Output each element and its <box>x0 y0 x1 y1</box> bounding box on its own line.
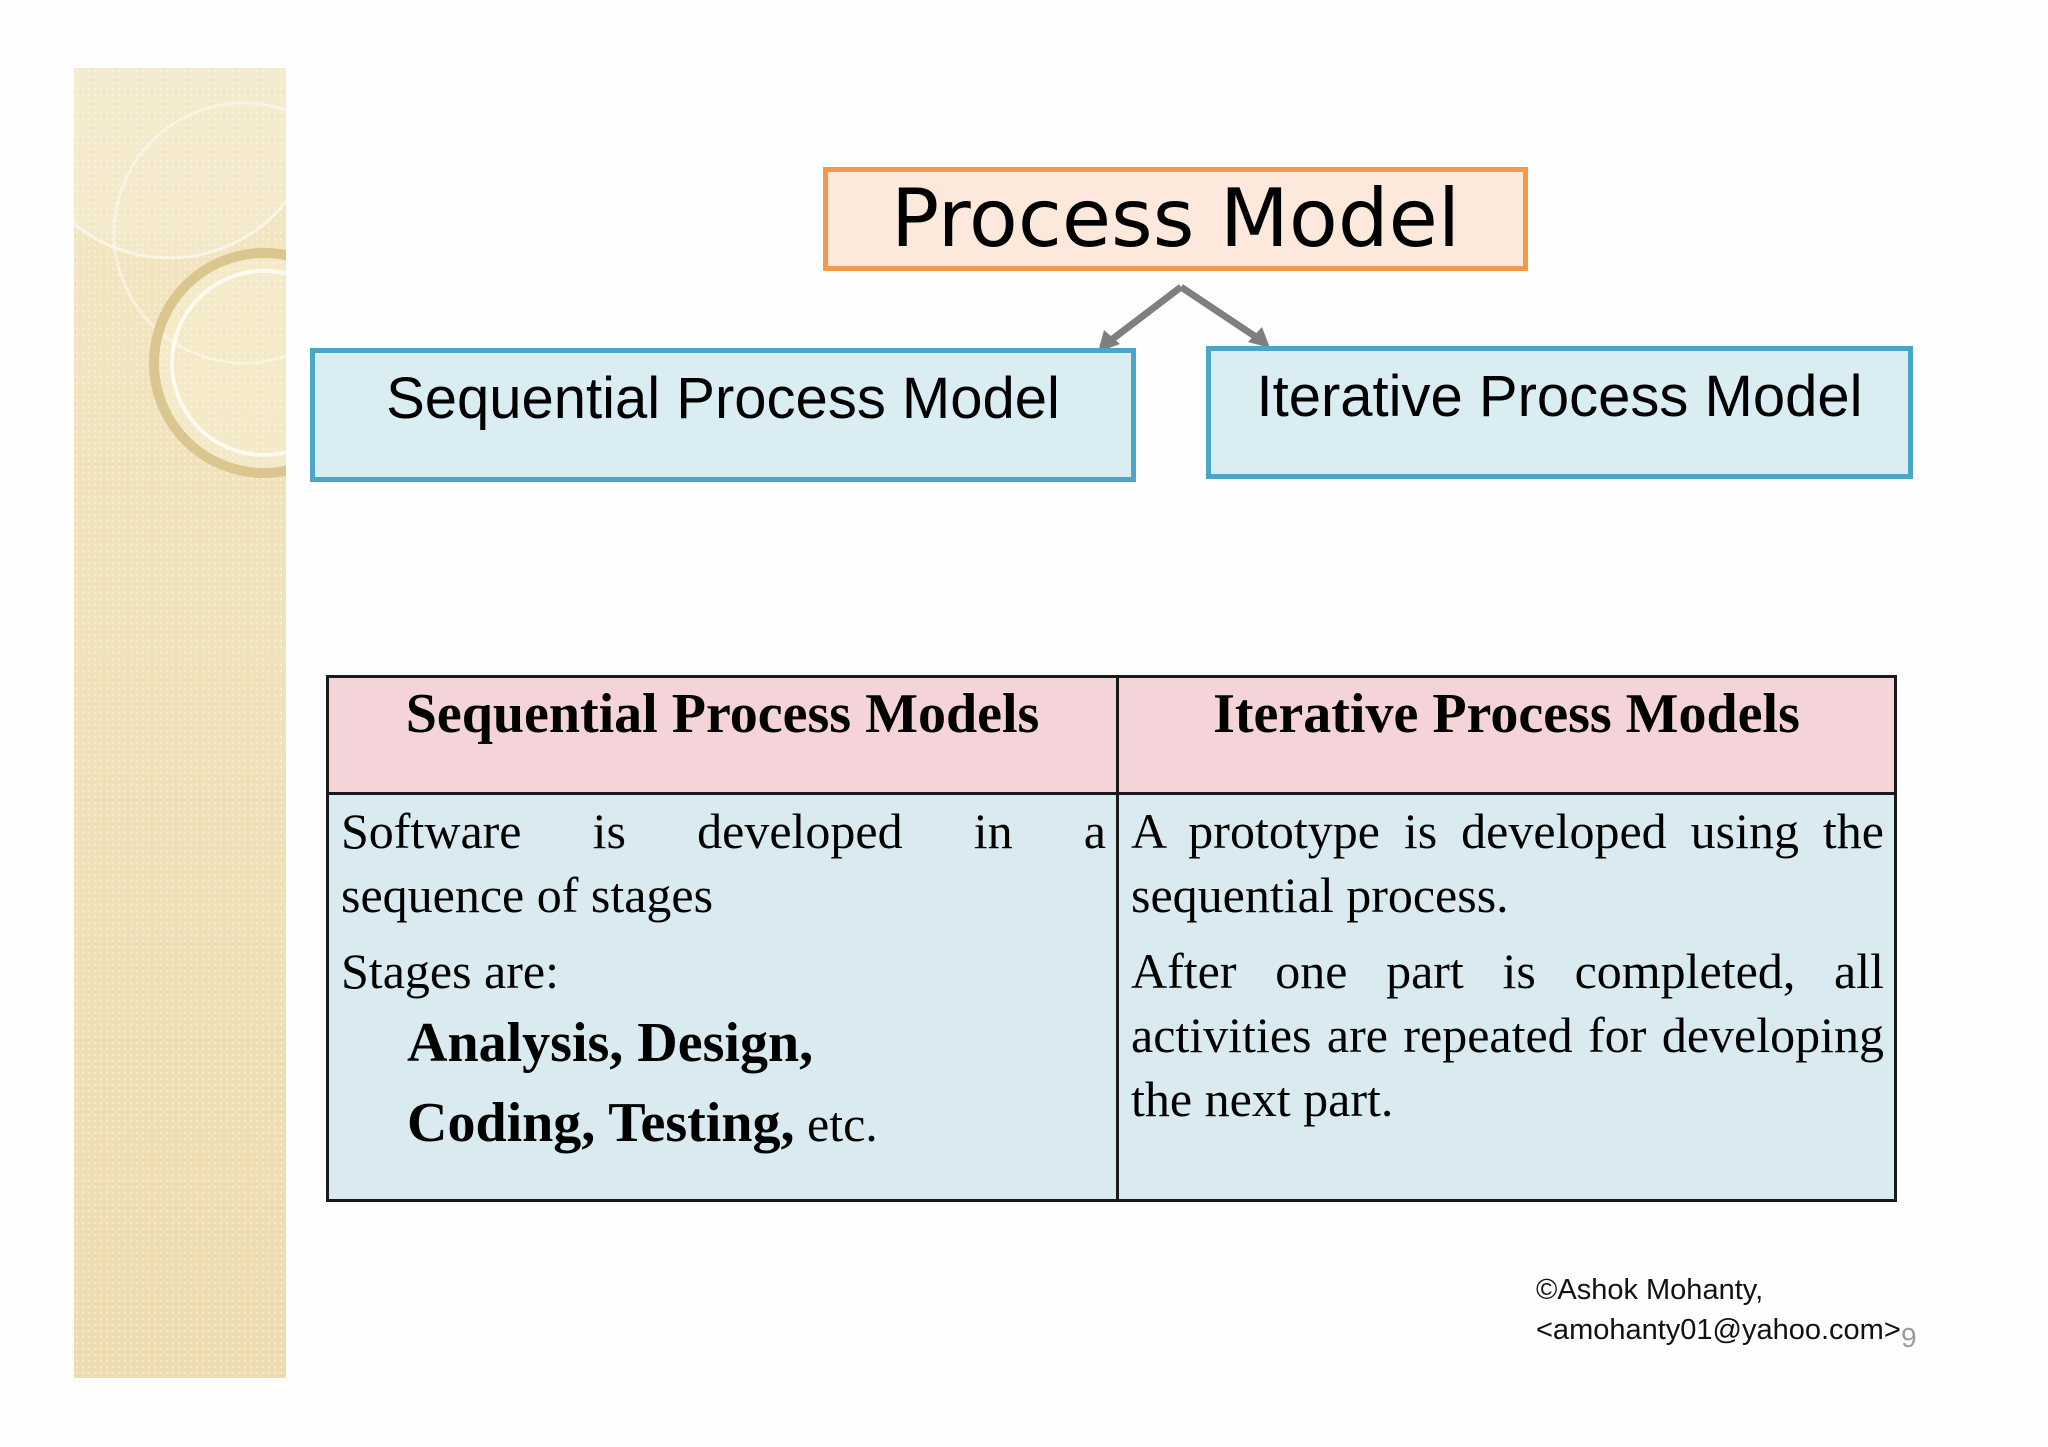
iterative-para-1: A prototype is developed using the seque… <box>1131 803 1884 923</box>
table-row: Software is developed in a sequence of s… <box>326 792 1897 1202</box>
process-model-title-box: Process Model <box>823 167 1528 271</box>
arrow-to-iterative <box>1179 284 1264 344</box>
stages-line-1: Analysis, Design, <box>407 1012 814 1074</box>
word: is <box>592 803 626 859</box>
word: in <box>973 803 1013 859</box>
stages-line-2-bold: Coding, Testing, <box>407 1092 795 1154</box>
arrowhead-sequential <box>1098 330 1120 352</box>
sequential-process-model-box: Sequential Process Model <box>310 348 1136 482</box>
decorative-side-strip <box>74 68 286 1378</box>
arrowhead-iterative <box>1248 327 1270 348</box>
page-number: 9 <box>1901 1322 1917 1353</box>
decorative-circles <box>74 68 286 478</box>
table-header-row: Sequential Process Models Iterative Proc… <box>326 675 1897 795</box>
arrow-to-sequential <box>1103 284 1184 347</box>
iterative-cell: A prototype is developed using the seque… <box>1116 792 1897 1202</box>
sequential-process-model-label: Sequential Process Model <box>386 366 1060 431</box>
word: developed <box>697 803 903 859</box>
header-iterative: Iterative Process Models <box>1116 675 1897 795</box>
credit-line-1: ©Ashok Mohanty, <box>1536 1274 1764 1306</box>
stages-line-2: Coding, Testing, etc. <box>341 1083 1106 1164</box>
header-sequential: Sequential Process Models <box>326 675 1119 795</box>
sequential-line-2: sequence of stages <box>341 867 714 923</box>
iterative-para-2: After one part is completed, all activit… <box>1131 943 1884 1127</box>
credit-line-2: <amohanty01@yahoo.com> <box>1536 1314 1901 1346</box>
iterative-process-model-box: Iterative Process Model <box>1206 346 1913 479</box>
author-credit: ©Ashok Mohanty, <amohanty01@yahoo.com> <box>1536 1270 1901 1350</box>
sequential-line-1: Software is developed in a <box>341 799 1106 863</box>
comparison-table: Sequential Process Models Iterative Proc… <box>326 675 1897 1202</box>
word: a <box>1083 803 1106 859</box>
sequential-cell: Software is developed in a sequence of s… <box>326 792 1119 1202</box>
stages-intro: Stages are: <box>341 943 559 999</box>
word: Software <box>341 803 522 859</box>
iterative-process-model-label: Iterative Process Model <box>1256 364 1863 429</box>
stages-line-2-rest: etc. <box>794 1096 878 1152</box>
process-model-title: Process Model <box>890 172 1461 265</box>
